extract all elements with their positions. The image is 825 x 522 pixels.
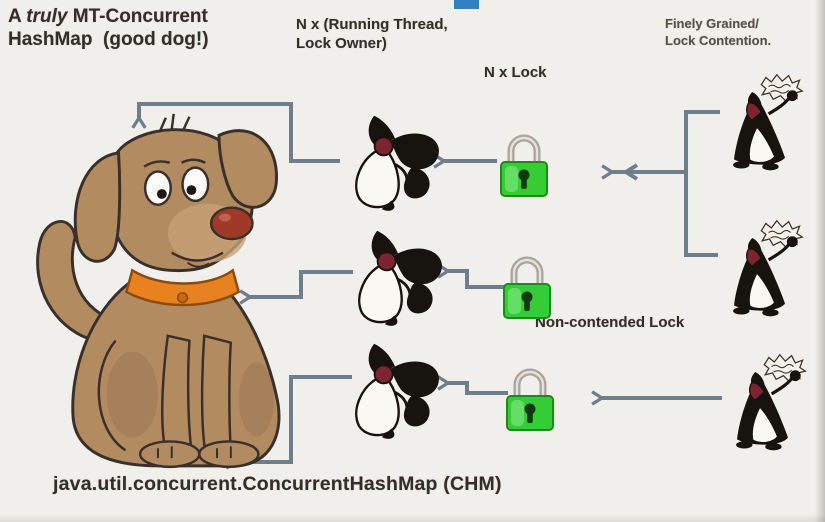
cropped-heading-fragment: [454, 0, 479, 9]
running-duke-icon-1: [354, 114, 441, 212]
padlock-icon-3: [507, 372, 553, 430]
arrow-thread2-to-dog: [239, 270, 353, 305]
contending-duke-icon-2: [731, 219, 804, 319]
noncontended-lock-label: Non-contended Lock: [535, 314, 685, 331]
arrow-contenders-second-chevron: [622, 163, 639, 181]
chm-class-label: java.util.concurrent.ConcurrentHashMap (…: [53, 473, 502, 495]
contending-duke-icon-3: [734, 353, 807, 453]
padlock-icon-1: [501, 138, 547, 196]
running-duke-icon-2: [357, 229, 444, 327]
lock-contention-label: Finely Grained/Lock Contention.: [665, 16, 772, 48]
photo-bottom-shadow: [0, 514, 825, 522]
running-threads-label: N x (Running Thread,Lock Owner): [296, 16, 448, 52]
running-duke-icon-3: [354, 342, 441, 440]
padlock-icon-2: [504, 260, 550, 318]
contending-duke-icon-1: [731, 73, 804, 173]
n-x-lock-label: N x Lock: [484, 64, 547, 81]
arrow-lock3-to-thread3: [437, 375, 508, 395]
flow-arrows: [131, 102, 722, 470]
dog-icon: [36, 113, 281, 469]
photo-edge-shadow: [815, 0, 825, 522]
contention-bracket: [684, 110, 720, 257]
arrow-lock2-to-thread2: [437, 263, 504, 289]
arrow-thread1-to-dog: [131, 102, 340, 163]
arrow-thread3-to-chm: [225, 375, 352, 470]
